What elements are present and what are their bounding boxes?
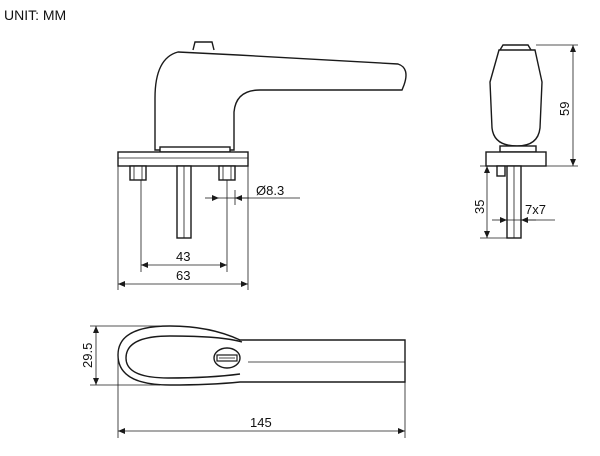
base-width-label: 63 [176,268,190,283]
height-label: 59 [557,102,572,116]
top-view: 29.5 145 [80,325,406,438]
screw-right [218,165,236,181]
side-screw [496,165,506,177]
side-neck [499,145,537,153]
spindle-section-label: 7x7 [525,202,546,217]
side-body [489,49,543,147]
side-top-cap [499,44,532,51]
base-plate [117,151,249,167]
handle-outline [117,325,406,386]
side-view: 59 35 7x7 [472,44,578,239]
neck [159,146,231,153]
unit-label: UNIT: MM [4,7,66,23]
spindle-length-label: 35 [472,200,487,214]
screw-left [129,165,147,181]
lever-outline [154,51,407,151]
handle-length-label: 145 [250,415,272,430]
diameter-label: Ø8.3 [256,183,284,198]
handle-width-label: 29.5 [80,343,95,368]
front-view: Ø8.3 43 63 [117,41,407,290]
lever-tab [192,41,215,51]
spindle-spacing-label: 43 [176,249,190,264]
handle-inner-outline [125,335,243,379]
side-base [485,151,547,167]
